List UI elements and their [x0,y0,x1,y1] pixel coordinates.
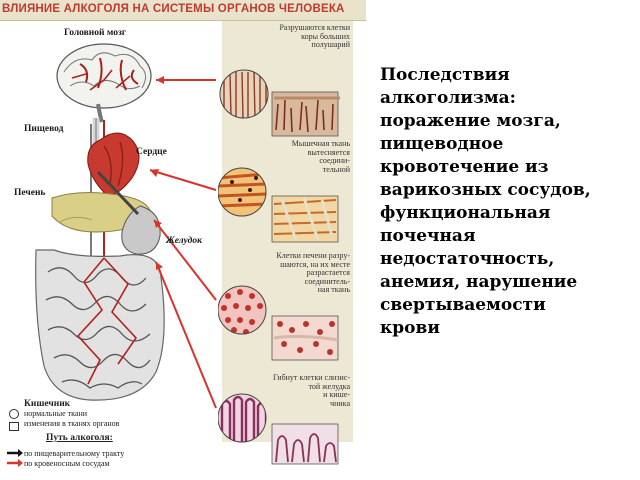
legend-normal-tissue: нормальные ткани [24,409,88,418]
brain-drawing [56,43,152,123]
label-heart: Сердце [136,147,167,157]
legend-symbols [7,409,23,467]
text-line: почечная [380,226,476,246]
stomach-tissue-description: Гибнут клетки слизис- той желудка и кише… [272,373,350,408]
text-line: свертываемости [380,295,546,315]
label-liver: Печень [14,188,46,198]
legend-intestine-label: Кишечник [24,399,71,409]
poster-legend: Кишечник [24,399,70,409]
alcohol-effects-poster: ВЛИЯНИЕ АЛКОГОЛЯ НА СИСТЕМЫ ОРГАНОВ ЧЕЛО… [0,0,366,468]
tissue-micrographs [218,69,340,465]
heart-tissue-description: Мышечная ткань вытесняется соедини- тель… [291,139,350,174]
text-line: варикозных сосудов, [380,180,591,200]
heart-drawing [87,132,140,197]
legend-blood-path: по кровеносным сосудам [24,459,110,468]
stomach-tissue-normal-circle [218,393,267,443]
consequences-text: Последствия алкоголизма: поражение мозга… [380,64,630,340]
liver-tissue-description: Клетки печени разру- шаются, на их месте… [276,251,350,295]
legend-changed-tissue: изменения в тканях органов [24,419,120,428]
liver-tissue-normal-circle [218,285,267,335]
legend-path-title: Путь алкоголя: [46,433,113,443]
label-stomach: Желудок [166,236,202,246]
text-line: пищеводное [380,134,504,154]
anatomy-illustration [35,43,217,409]
heart-tissue-normal-circle [218,167,267,217]
label-esophagus: Пищевод [24,124,64,134]
brain-tissue-description: Разрушаются клетки коры больших полушари… [279,23,350,50]
text-line: анемия, нарушение [380,272,578,292]
poster-title: ВЛИЯНИЕ АЛКОГОЛЯ НА СИСТЕМЫ ОРГАНОВ ЧЕЛО… [2,3,345,15]
label-brain: Головной мозг [64,28,127,38]
text-line: поражение мозга, [380,111,561,131]
text-line: кровотечение из [380,157,549,177]
legend-digestive-path: по пищеварительному тракту [24,449,125,458]
poster-title-bar: ВЛИЯНИЕ АЛКОГОЛЯ НА СИСТЕМЫ ОРГАНОВ ЧЕЛО… [0,0,366,21]
text-line: Последствия [380,65,510,85]
intestine-drawing [35,249,165,401]
brain-tissue-normal-circle [219,69,269,119]
text-line: функциональная [380,203,551,223]
text-line: крови [380,318,440,338]
text-line: алкоголизма: [380,88,516,108]
text-line: недостаточность, [380,249,555,269]
